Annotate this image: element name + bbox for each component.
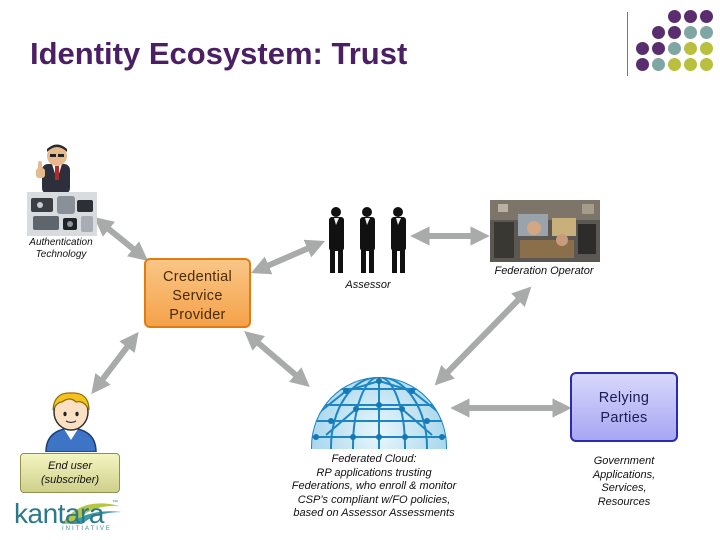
federation-operator-label: Federation Operator [494,265,594,277]
decor-dot [700,42,713,55]
credential-service-provider-box: Credential Service Provider [144,258,251,328]
authentication-hardware-image [27,192,97,236]
decor-dot [652,58,665,71]
arrow-auth-csp [94,217,148,261]
federation-operator-photo [490,200,600,262]
end-user-box: End user (subscriber) [20,453,120,493]
decor-dot [668,42,681,55]
end-user-avatar-icon [45,392,97,452]
decor-dot [652,26,665,39]
dot-grid-decoration [636,10,716,80]
kantara-logo-trademark: ™ [112,500,118,506]
decor-dot [636,42,649,55]
decor-dot [684,58,697,71]
decor-dot [668,10,681,23]
title-divider [627,12,628,76]
assessor-group-icon [329,207,406,273]
arrow-csp-enduser [91,331,139,395]
decor-dot [684,42,697,55]
arrow-federation-cloud [434,286,532,386]
federated-cloud-label: Federated Cloud: RP applications trustin… [291,453,457,519]
authentication-technology-label: Authentication Technology [29,237,93,260]
decor-dot [668,26,681,39]
decor-dot [700,10,713,23]
decor-dot [700,58,713,71]
arrow-csp-cloud [244,331,310,387]
decor-dot [652,42,665,55]
kantara-logo-swoosh [62,503,122,524]
assessor-label: Assessor [345,279,391,291]
decor-dot [684,10,697,23]
decor-dot [700,26,713,39]
decor-dot [684,26,697,39]
arrow-assessor-csp [250,239,326,275]
slide-title: Identity Ecosystem: Trust [30,36,408,71]
globe-network-icon [311,377,447,449]
kantara-logo-tagline: INITIATIVE [62,526,112,532]
businessman-thumbs-up-icon [36,144,70,194]
relying-party-types-label: Government Applications, Services, Resou… [592,455,656,508]
relying-parties-box: Relying Parties [570,372,678,442]
decor-dot [636,58,649,71]
kantara-logo-wordmark: kantara [14,498,104,529]
decor-dot [668,58,681,71]
